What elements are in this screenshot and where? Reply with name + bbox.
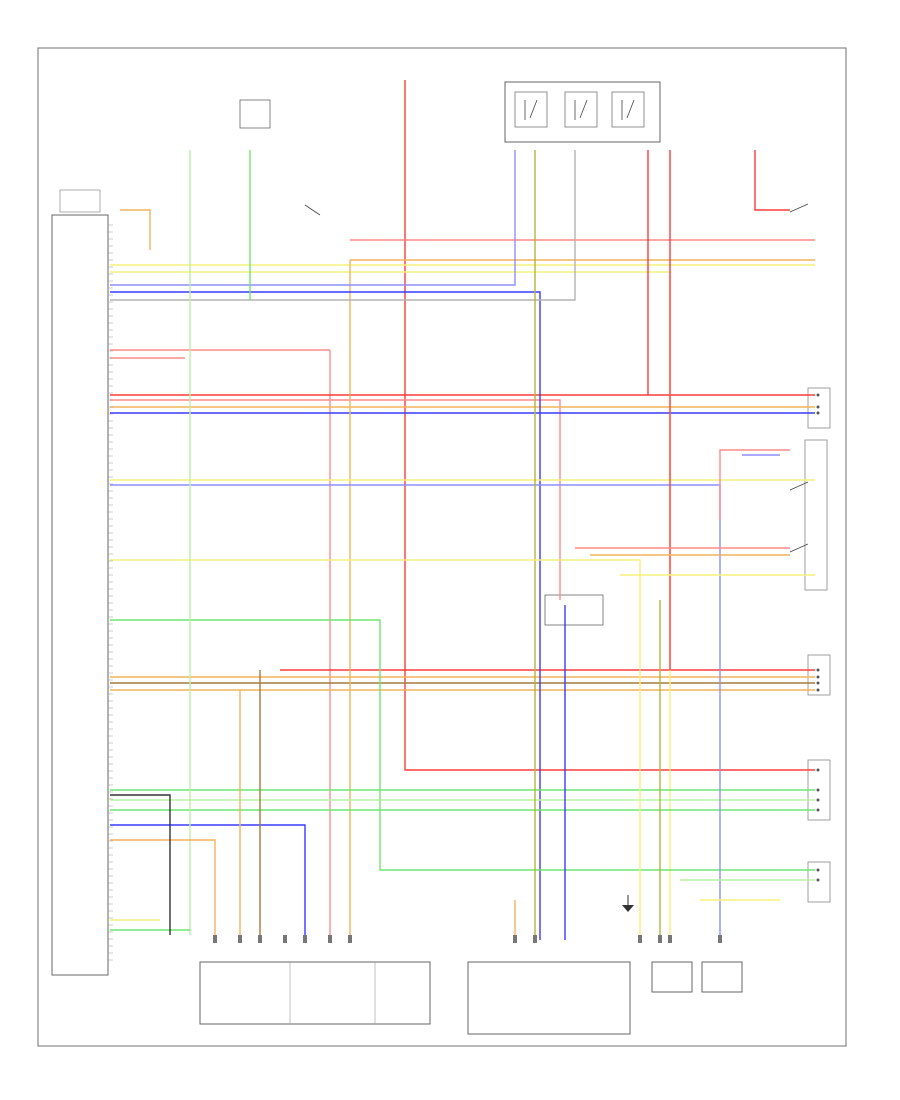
connector-pin-bottom	[658, 935, 662, 943]
bottom-module-center	[467, 961, 631, 1035]
connector-pin-bottom	[638, 935, 642, 943]
connector-pin-right	[816, 411, 820, 415]
top-sensor-box	[239, 99, 271, 129]
bottom-module-right-a	[651, 961, 693, 993]
connector-pin-right	[816, 688, 820, 692]
connector-pin-right	[816, 393, 820, 397]
wire-blue-16	[110, 291, 541, 940]
diagram-frame	[37, 47, 847, 1047]
wire-gray-17	[110, 150, 576, 301]
connector-pin-right	[816, 668, 820, 672]
connector-pin-bottom	[718, 935, 722, 943]
connector-pin-right	[816, 405, 820, 409]
wire-pink-40	[719, 449, 790, 520]
wire-green-18	[110, 619, 815, 871]
connector-pin-right	[816, 675, 820, 679]
wire-pink-4	[110, 399, 561, 600]
connector-pin-right	[816, 681, 820, 685]
relay-coil-icon	[524, 99, 635, 120]
connector-pin-bottom	[668, 935, 672, 943]
wire-orange-34	[110, 839, 216, 938]
connector-pin-right	[816, 878, 820, 882]
wire-black-36	[110, 794, 171, 935]
connector-pin-right	[816, 808, 820, 812]
connector-pin-bottom	[238, 935, 242, 943]
wire-yellow-28	[110, 559, 641, 940]
connector-pin-bottom	[283, 935, 287, 943]
connector-pin-bottom	[348, 935, 352, 943]
connector-pin-bottom	[258, 935, 262, 943]
left-control-module	[51, 189, 109, 976]
bottom-module-left	[199, 961, 431, 1025]
wire-light-blue-15	[110, 150, 516, 286]
connector-pin-bottom	[303, 935, 307, 943]
connector-pin-bottom	[533, 935, 537, 943]
connector-pin-right	[816, 768, 820, 772]
connector-pin-right	[816, 798, 820, 802]
wires	[108, 80, 820, 961]
bottom-module-right-b	[701, 961, 743, 993]
wire-orange-13	[349, 259, 815, 938]
wire-red-39	[754, 150, 790, 211]
top-relay-box	[504, 81, 661, 143]
connector-pin-right	[816, 868, 820, 872]
wire-orange-38	[120, 209, 151, 250]
right-connectors	[804, 387, 831, 903]
wire-light-blue-24	[110, 484, 721, 940]
switch-icon	[304, 203, 809, 553]
ground-icon	[622, 895, 634, 912]
wire-red-0	[404, 80, 815, 771]
connector-pin-bottom	[213, 935, 217, 943]
connector-pin-bottom	[513, 935, 517, 943]
connector-pin-right	[816, 788, 820, 792]
wire-blue-22	[110, 824, 306, 938]
center-module	[544, 594, 604, 626]
connector-pin-bottom	[328, 935, 332, 943]
